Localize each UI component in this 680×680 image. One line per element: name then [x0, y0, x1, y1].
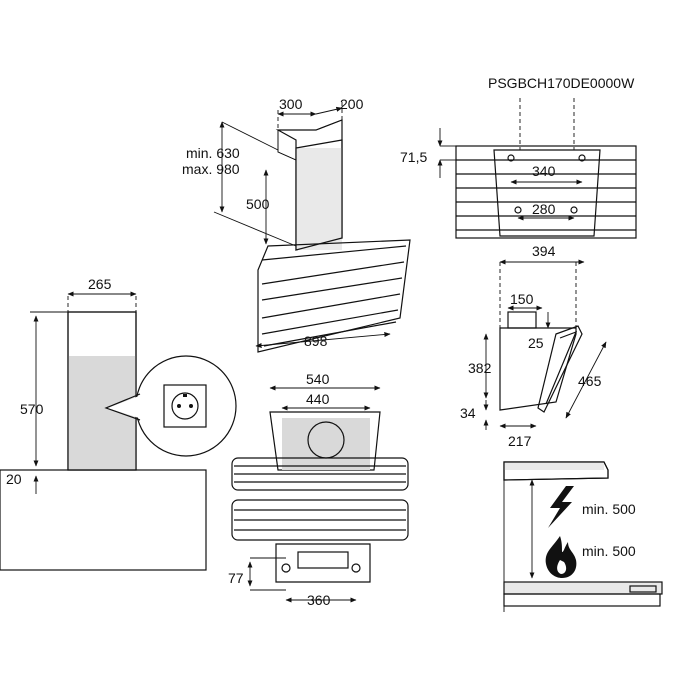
- model-code: PSGBCH170DE0000W: [488, 75, 635, 91]
- dim-217: 217: [508, 433, 532, 449]
- hood-front-view: [231, 411, 409, 583]
- dim-500-chimney: 500: [246, 196, 270, 212]
- dim-382: 382: [468, 360, 492, 376]
- dim-max-980: max. 980: [182, 161, 240, 177]
- dim-20: 20: [6, 471, 22, 487]
- flame-icon: [545, 536, 577, 578]
- dim-25: 25: [528, 335, 544, 351]
- dim-150: 150: [510, 291, 534, 307]
- socket-wall-view: [0, 296, 237, 571]
- clearance-electric: min. 500: [582, 501, 636, 517]
- dim-394: 394: [532, 243, 556, 259]
- lightning-icon: [548, 486, 574, 528]
- wall-bracket-view: [455, 98, 637, 239]
- dim-min-630: min. 630: [186, 145, 240, 161]
- dim-300: 300: [279, 96, 303, 112]
- dim-360: 360: [307, 592, 331, 608]
- dim-34: 34: [460, 405, 476, 421]
- dim-898: 898: [304, 333, 328, 349]
- dim-280: 280: [532, 201, 556, 217]
- clearance-gas: min. 500: [582, 543, 636, 559]
- dim-465: 465: [578, 373, 602, 389]
- hood-side-chimney-view: [257, 102, 411, 353]
- dim-200: 200: [340, 96, 364, 112]
- clearance-view: [503, 461, 663, 612]
- dim-340: 340: [532, 163, 556, 179]
- socket-icon: [163, 384, 207, 428]
- dim-570: 570: [20, 401, 44, 417]
- dim-265: 265: [88, 276, 112, 292]
- dim-71-5: 71,5: [400, 149, 427, 165]
- dim-77: 77: [228, 570, 244, 586]
- dim-440: 440: [306, 391, 330, 407]
- dim-540: 540: [306, 371, 330, 387]
